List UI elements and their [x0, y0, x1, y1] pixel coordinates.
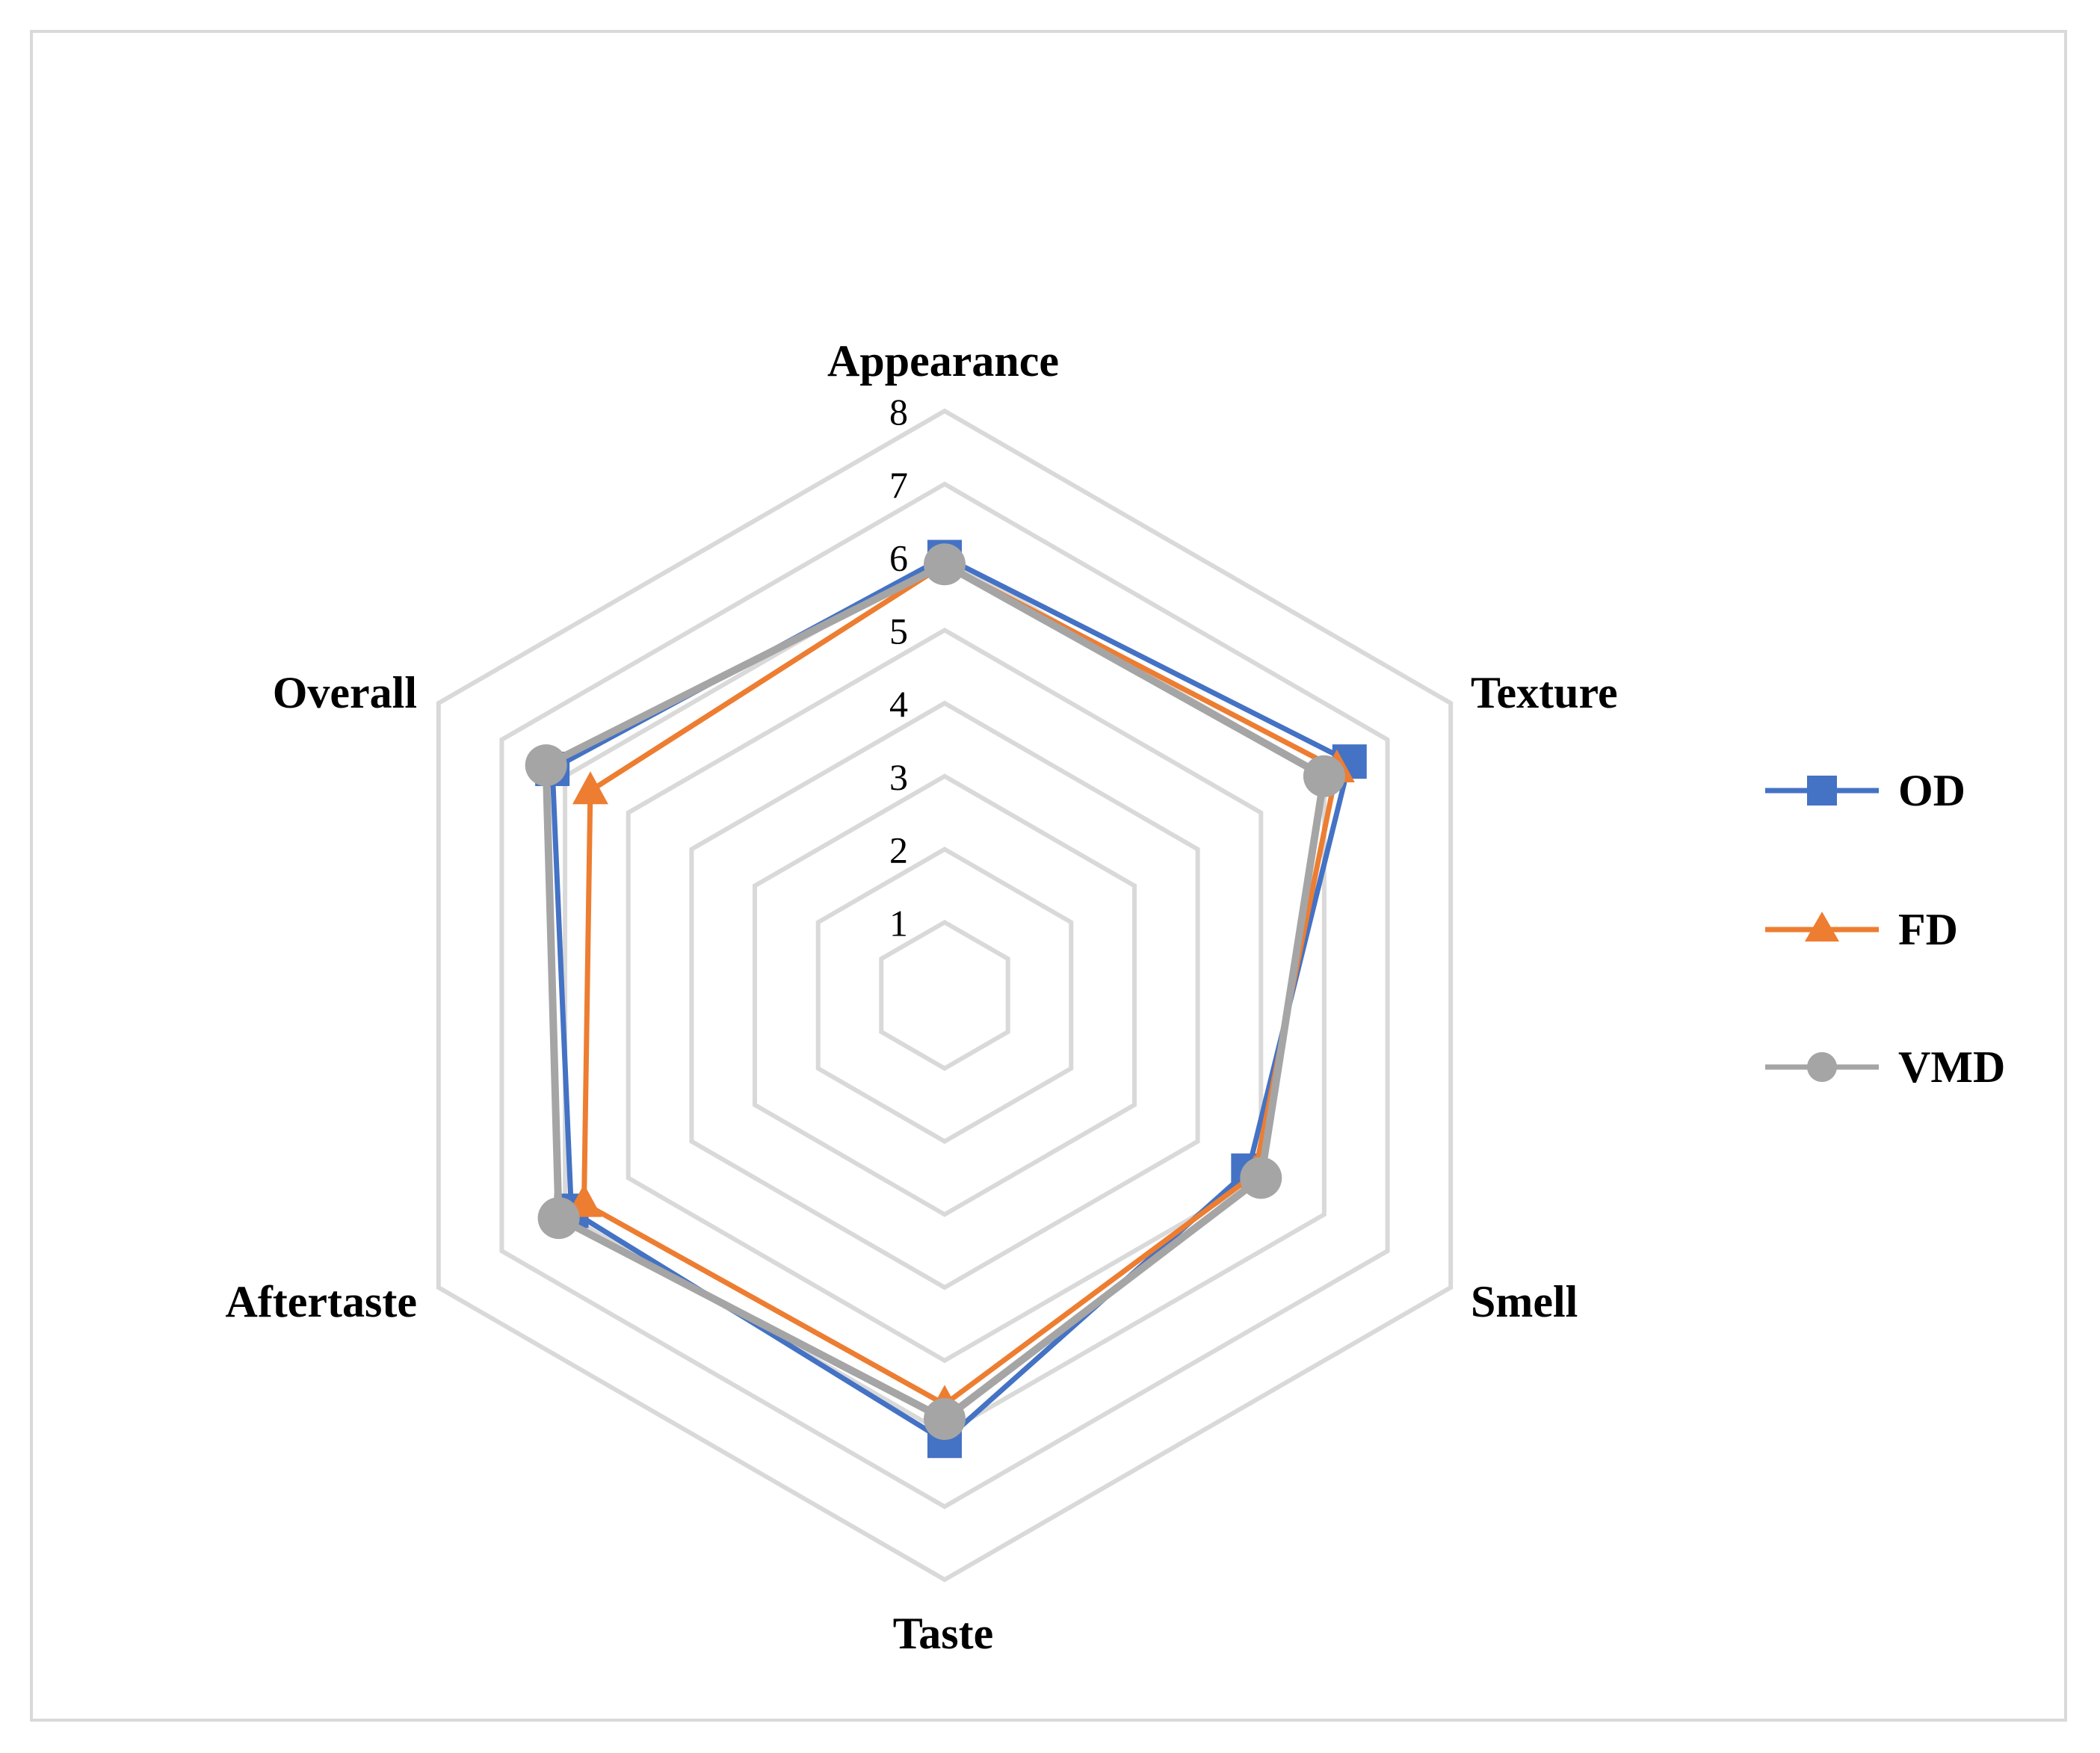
data-point-vmd-appearance — [924, 543, 966, 586]
grid-ring-2 — [815, 847, 1074, 1144]
data-point-vmd-overall — [525, 744, 567, 787]
data-point-fd-overall — [572, 771, 608, 805]
tick-label-2: 2 — [889, 829, 908, 871]
series-line-od — [549, 554, 1353, 1444]
data-point-vmd-smell — [1240, 1157, 1282, 1199]
category-label-smell: Smell — [1471, 1277, 1578, 1326]
grid-ring-3 — [753, 773, 1137, 1217]
legend-label-vmd: VMD — [1898, 1042, 2005, 1092]
tick-label-1: 1 — [889, 902, 908, 944]
grid-ring-1 — [879, 919, 1010, 1072]
category-labels: Appearance Texture Smell Taste Aftertast… — [226, 336, 1618, 1658]
tick-label-3: 3 — [889, 756, 908, 798]
data-point-vmd-aftertaste — [537, 1197, 580, 1240]
legend: OD FD VMD — [1765, 766, 2005, 1092]
category-label-aftertaste: Aftertaste — [226, 1277, 418, 1326]
data-point-vmd-texture — [1303, 755, 1345, 797]
series — [525, 539, 1367, 1459]
series-vmd — [525, 543, 1345, 1440]
data-point-vmd-taste — [924, 1397, 966, 1440]
legend-label-od: OD — [1898, 766, 1965, 815]
legend-item-vmd: VMD — [1765, 1042, 2005, 1092]
tick-label-5: 5 — [889, 610, 908, 652]
tick-labels: 1 2 3 4 5 6 7 8 — [889, 391, 908, 944]
series-od — [535, 539, 1367, 1459]
legend-marker-fd — [1805, 912, 1839, 942]
grid-ring-4 — [689, 700, 1200, 1290]
legend-marker-od — [1807, 776, 1837, 806]
legend-item-od: OD — [1765, 766, 1965, 815]
tick-label-8: 8 — [889, 391, 908, 433]
category-label-appearance: Appearance — [827, 336, 1059, 386]
grid-ring-8 — [436, 408, 1454, 1583]
category-label-texture: Texture — [1471, 668, 1618, 717]
category-label-taste: Taste — [893, 1609, 993, 1658]
legend-item-fd: FD — [1765, 905, 1958, 954]
tick-label-7: 7 — [889, 464, 908, 506]
grid-ring-5 — [626, 627, 1264, 1364]
category-label-overall: Overall — [273, 668, 417, 717]
legend-label-fd: FD — [1898, 905, 1958, 954]
grid-ring-7 — [499, 481, 1390, 1509]
legend-marker-vmd — [1807, 1052, 1837, 1082]
tick-label-4: 4 — [889, 683, 908, 725]
tick-label-6: 6 — [889, 537, 908, 579]
chart-frame — [30, 30, 2067, 1722]
